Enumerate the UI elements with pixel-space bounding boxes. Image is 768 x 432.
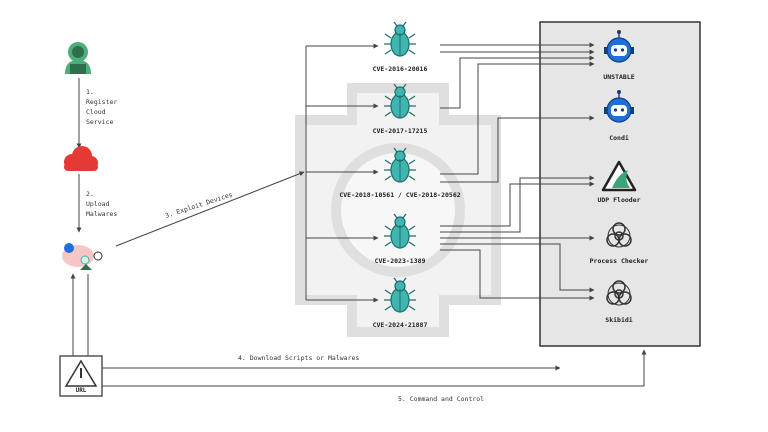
cve-label: CVE-2017-17215 <box>373 127 428 135</box>
cve-node: CVE-2018-10561 / CVE-2018-20562 <box>339 147 461 199</box>
gear-icon <box>295 83 501 337</box>
malware-label: Process Checker <box>590 257 649 265</box>
hacker-icon <box>65 42 91 74</box>
malware-node: UNSTABLE <box>603 29 635 81</box>
url-label: URL <box>76 387 87 394</box>
cve-label: CVE-2016-20016 <box>373 65 428 73</box>
malware-node: Process Checker <box>590 222 649 265</box>
shark-fin-icon <box>601 160 637 192</box>
malware-label: Condi <box>609 134 629 142</box>
cve-node: CVE-2023-1389 <box>375 213 426 265</box>
step-5-label: 5. Command and Control <box>398 395 484 403</box>
step-1-line-1: Register <box>86 98 117 106</box>
step-3-label: 3. Exploit Devices <box>164 190 234 219</box>
step-4-label: 4. Download Scripts or Malwares <box>238 354 359 362</box>
malware-node: UDP Flooder <box>597 160 641 204</box>
cve-label: CVE-2018-10561 / CVE-2018-20562 <box>339 191 460 199</box>
cve-node: CVE-2016-20016 <box>373 21 428 73</box>
step-2-line-1: Upload <box>86 200 110 208</box>
step-1-line-2: Cloud <box>86 108 106 116</box>
malware-label: Skibidi <box>605 316 632 324</box>
cve-label: CVE-2024-21887 <box>373 321 428 329</box>
malware-label: UDP Flooder <box>597 196 640 204</box>
bug-icon <box>383 21 417 57</box>
malware-node: Condi <box>603 89 635 142</box>
url-script-icon: URL <box>59 355 103 397</box>
step-1-number: 1. <box>86 88 94 96</box>
step-2-line-2: Malwares <box>86 210 117 218</box>
step-1-line-3: Service <box>86 118 113 126</box>
malware-label: UNSTABLE <box>603 73 634 81</box>
malware-node: Skibidi <box>605 280 633 324</box>
cloud-icon <box>64 146 98 171</box>
infected-device-icon <box>62 243 103 270</box>
cve-node: CVE-2024-21887 <box>373 277 428 329</box>
cve-label: CVE-2023-1389 <box>375 257 426 265</box>
cve-node: CVE-2017-17215 <box>373 83 428 135</box>
step-2-number: 2. <box>86 190 94 198</box>
